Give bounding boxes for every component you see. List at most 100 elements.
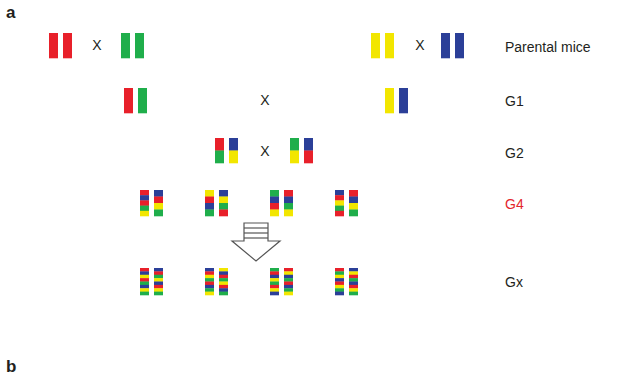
- chromosome-segment: [229, 151, 238, 164]
- chromosome-segment: [138, 88, 147, 113]
- chromosome-segment: [219, 271, 228, 275]
- chromosome-segment: [270, 282, 279, 286]
- chromosome-segment: [349, 292, 358, 296]
- chromosome-segment: [205, 282, 214, 286]
- chromosome-segment: [229, 138, 238, 151]
- chromosome-segment: [349, 278, 358, 282]
- chromosome: [215, 138, 224, 163]
- chromosome: [124, 88, 133, 113]
- chromosome-segment: [205, 292, 214, 296]
- chromosome: [205, 268, 214, 295]
- chromosome-segment: [349, 288, 358, 292]
- chromosome-segment: [154, 197, 163, 204]
- chromosome: [154, 190, 163, 216]
- chromosome-segment: [270, 271, 279, 275]
- generation-label: G1: [505, 93, 524, 109]
- chromosome-segment: [270, 288, 279, 292]
- chromosome-segment: [205, 278, 214, 282]
- chromosome: [385, 88, 394, 113]
- chromosome-segment: [290, 138, 299, 151]
- chromosome-segment: [219, 288, 228, 292]
- chromosome-segment: [219, 282, 228, 286]
- down-arrow: [232, 223, 280, 261]
- chromosome-segment: [140, 268, 149, 272]
- chromosome-segment: [205, 210, 214, 217]
- chromosome: [138, 88, 147, 113]
- chromosome-segment: [205, 203, 214, 210]
- chromosome-segment: [154, 292, 163, 296]
- chromosome: [304, 138, 313, 163]
- chromosome-segment: [284, 271, 293, 275]
- chromosome: [205, 190, 214, 216]
- cross-sign: X: [415, 37, 424, 53]
- chromosome-segment: [140, 195, 149, 201]
- chromosome-segment: [335, 292, 344, 296]
- chromosome-segment: [219, 197, 228, 204]
- chromosome: [349, 268, 358, 295]
- chromosome: [290, 138, 299, 163]
- chromosome-segment: [154, 278, 163, 282]
- chromosome-segment: [349, 197, 358, 204]
- chromosome-segment: [304, 138, 313, 151]
- chromosome-segment: [205, 271, 214, 275]
- chromosome-segment: [219, 210, 228, 217]
- chromosome-segment: [349, 285, 358, 289]
- chromosome: [455, 33, 464, 58]
- chromosome-segment: [154, 203, 163, 210]
- cross-sign: X: [260, 92, 269, 108]
- chromosome: [135, 33, 144, 58]
- chromosome-segment: [215, 138, 224, 151]
- chromosome-segment: [335, 275, 344, 279]
- chromosome: [154, 268, 163, 295]
- generation-label: G2: [505, 145, 524, 161]
- chromosome-segment: [140, 285, 149, 289]
- chromosome-segment: [215, 151, 224, 164]
- chromosome-segment: [284, 190, 293, 197]
- chromosome-segment: [284, 203, 293, 210]
- chromosome-segment: [205, 275, 214, 279]
- chromosome-segment: [205, 268, 214, 272]
- chromosome-segment: [349, 271, 358, 275]
- chromosome-segment: [335, 268, 344, 272]
- chromosome-segment: [335, 195, 344, 201]
- chromosome-segment: [284, 288, 293, 292]
- chromosome-segment: [284, 275, 293, 279]
- cross-sign: X: [92, 37, 101, 53]
- chromosome: [284, 268, 293, 295]
- chromosome-segment: [63, 33, 72, 58]
- chromosome-segment: [284, 278, 293, 282]
- chromosome-segment: [140, 271, 149, 275]
- chromosome-segment: [284, 292, 293, 296]
- chromosome-segment: [284, 282, 293, 286]
- chromosome-segment: [335, 211, 344, 217]
- chromosome-segment: [335, 282, 344, 286]
- chromosome: [284, 190, 293, 216]
- chromosome-segment: [349, 268, 358, 272]
- chromosome-segment: [335, 190, 344, 196]
- chromosome-segment: [135, 33, 144, 58]
- chromosome-segment: [140, 206, 149, 212]
- chromosome-segment: [349, 210, 358, 217]
- chromosome-segment: [349, 190, 358, 197]
- chromosome: [140, 268, 149, 295]
- chromosome-segment: [270, 203, 279, 210]
- chromosome-segment: [154, 190, 163, 197]
- chromosome-segment: [270, 210, 279, 217]
- chromosome-segment: [154, 282, 163, 286]
- chromosome-segment: [140, 211, 149, 217]
- chromosome: [399, 88, 408, 113]
- chromosome-segment: [219, 278, 228, 282]
- chromosome-segment: [140, 278, 149, 282]
- chromosome-segment: [349, 282, 358, 286]
- chromosome-segment: [371, 33, 380, 58]
- chromosome-segment: [140, 200, 149, 206]
- chromosome: [270, 268, 279, 295]
- chromosome-segment: [270, 275, 279, 279]
- chromosome-segment: [140, 190, 149, 196]
- chromosome: [385, 33, 394, 58]
- chromosome-segment: [140, 288, 149, 292]
- chromosome-segment: [335, 200, 344, 206]
- chromosome-segment: [290, 151, 299, 164]
- chromosome: [270, 190, 279, 216]
